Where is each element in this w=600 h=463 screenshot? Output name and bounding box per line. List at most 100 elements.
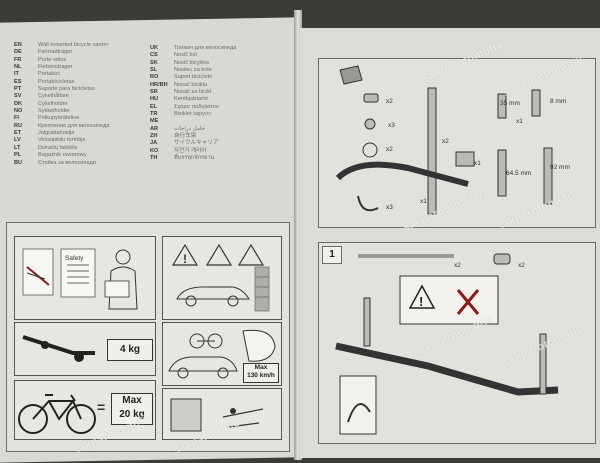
- language-code: NO: [14, 108, 23, 115]
- language-row: HR/BH Nosač bicikla: [150, 82, 236, 89]
- language-text: Wall-mounted bicycle carrier: [38, 42, 109, 48]
- language-text: Тримач для велосипеда: [174, 45, 237, 51]
- svg-text:!: !: [183, 252, 187, 266]
- language-code: CS: [150, 52, 158, 59]
- language-text: ที่บรรทุกจักรยาน: [174, 155, 215, 162]
- language-text: Nosič bicyklov: [174, 59, 210, 66]
- mounting-parts-illustration: [170, 398, 264, 432]
- qty-bracket: x2: [386, 98, 393, 105]
- language-text: Suport biciclete: [174, 74, 213, 81]
- language-row: DE Fahrradträger: [14, 49, 109, 56]
- language-code: KO: [150, 147, 159, 154]
- language-code: ZH: [150, 133, 158, 140]
- language-text: Jalgrattahoidja: [38, 130, 75, 137]
- language-row: NO Sykkelholder: [14, 108, 109, 115]
- speed-limit-label: Max 130 km/h: [243, 363, 279, 383]
- language-text: Kerékpártartó: [174, 96, 208, 103]
- language-text: Portabicicletas: [38, 78, 75, 85]
- language-row: BU Стойка за велосипеди: [14, 160, 109, 167]
- language-text: Cykelholder: [38, 100, 68, 107]
- parts-list-illustration: [335, 65, 553, 215]
- language-code: PT: [14, 86, 22, 93]
- language-code: LT: [14, 144, 21, 151]
- language-text: Fietsendrager: [38, 64, 73, 71]
- language-row: NL Fietsendrager: [14, 64, 109, 71]
- language-text: Cykelhållare: [38, 93, 69, 100]
- language-text: Nosilec za kolo: [174, 67, 212, 74]
- language-text: Σχάρα ποδηλάτου: [174, 103, 219, 110]
- safety-doc-label: Safety: [65, 255, 84, 262]
- speed-limit-line2: 130 km/h: [247, 372, 275, 379]
- language-code: SR: [150, 89, 158, 96]
- equals-sign: =: [97, 399, 106, 415]
- language-row: SK Nosič bicyklov: [150, 60, 236, 67]
- language-row: EL Σχάρα ποδηλάτου: [150, 104, 236, 111]
- language-code: SL: [150, 67, 158, 74]
- language-text: Porte-vélos: [38, 56, 67, 63]
- dimension-92: 92 mm: [550, 164, 570, 171]
- bicycle-icon: [18, 394, 96, 434]
- language-text: Dviračių laikiklis: [38, 144, 78, 151]
- car-with-bikes-illustration: [168, 329, 276, 379]
- language-row: ES Portabicicletas: [14, 79, 109, 86]
- max-weight-line1: Max: [122, 395, 142, 406]
- language-code: PL: [14, 152, 22, 159]
- language-text: Стойка за велосипеди: [38, 159, 96, 166]
- language-row: ET Jalgrattahoidja: [14, 130, 109, 137]
- language-code: BU: [14, 159, 23, 166]
- language-code: RU: [14, 122, 23, 129]
- warning-signs-illustration: !: [171, 243, 270, 312]
- language-code: FI: [14, 115, 19, 122]
- language-text: Sykkelholder: [38, 108, 71, 115]
- qty-step-cap: x2: [518, 262, 525, 269]
- language-row: SR Nosač za bicikl: [150, 89, 236, 96]
- language-code: ES: [14, 78, 22, 85]
- language-text: Nosač bicikla: [174, 81, 207, 88]
- language-text: Fahrradträger: [38, 49, 73, 56]
- language-code: NL: [14, 64, 22, 71]
- carrier-weight-panel: 4 kg: [14, 322, 156, 376]
- language-code: SV: [14, 93, 22, 100]
- language-code: ET: [14, 130, 22, 137]
- speed-limit-panel: Max 130 km/h: [162, 322, 282, 386]
- language-code: TH: [150, 155, 158, 162]
- speed-limit-line1: Max: [254, 364, 268, 371]
- read-manual-panel: Safety: [14, 236, 156, 320]
- max-weight-line2: 20 kg: [119, 409, 145, 420]
- language-text: Nosač za bicikl: [174, 89, 212, 96]
- qty-hook: x3: [386, 204, 393, 211]
- manual-reading-illustration: [22, 248, 138, 310]
- dimension-35: 35 mm: [500, 100, 520, 107]
- language-code: IT: [14, 71, 19, 78]
- language-code: SK: [150, 59, 158, 66]
- language-row: ZH 自行车架: [150, 133, 236, 140]
- language-code: LV: [14, 137, 21, 144]
- language-code: DE: [14, 49, 22, 56]
- qty-step-rail: x2: [454, 262, 461, 269]
- language-text: 自行车架: [174, 133, 197, 140]
- language-code: AR: [150, 125, 159, 132]
- language-text: Bisiklet taşıyıcı: [174, 111, 211, 118]
- language-code: EL: [150, 103, 158, 110]
- qty-arm: x1: [420, 198, 427, 205]
- language-row: SV Cykelhållare: [14, 93, 109, 100]
- carrier-icon: [22, 335, 95, 362]
- language-code: HR/BH: [150, 81, 168, 88]
- qty-bolt: x3: [388, 122, 395, 129]
- bike-weight-panel: = Max 20 kg: [14, 380, 156, 440]
- svg-text:!: !: [419, 294, 423, 309]
